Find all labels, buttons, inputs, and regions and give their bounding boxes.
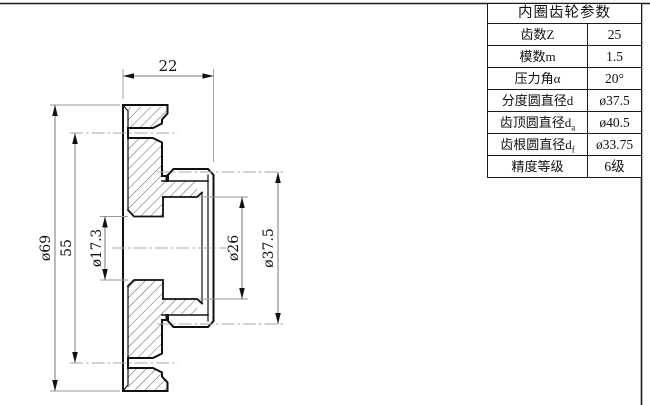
arrow-down-icon [275, 313, 281, 324]
gear-spec-table: 内圈齿轮参数 齿数Z 25 模数m 1.5 压力角α 20° 分度圆直径d ø3… [487, 3, 642, 178]
arrow-up-icon [275, 172, 281, 183]
arrow-down-icon [239, 288, 245, 299]
table-row: 齿数Z 25 [488, 24, 641, 46]
param-name: 齿数Z [488, 24, 588, 45]
param-label-sub: f [571, 144, 575, 155]
dimension-overall-width: 22 [122, 57, 214, 162]
table-row: 分度圆直径d ø37.5 [488, 90, 641, 112]
param-label-text: 齿顶圆直径d [499, 115, 572, 130]
param-name: 精度等级 [488, 156, 588, 177]
param-name: 压力角α [488, 68, 588, 89]
param-value: ø33.75 [595, 137, 634, 152]
flange-hatch-bottom [128, 368, 168, 391]
param-name: 齿顶圆直径da [488, 112, 588, 133]
arrow-right-icon [202, 73, 214, 79]
param-value: ø40.5 [599, 115, 630, 130]
dim-label-overall-width: 22 [158, 57, 177, 75]
table-row: 齿根圆直径df ø33.75 [488, 134, 641, 156]
ext-lines-26 [199, 196, 248, 300]
recess-outline [162, 191, 204, 305]
param-value: 20° [605, 71, 624, 86]
dim-label-bore-dia: ø17.3 [89, 229, 105, 267]
arrow-down-icon [72, 352, 78, 363]
param-name: 分度圆直径d [488, 90, 588, 111]
flange-hatch-top [128, 107, 168, 128]
param-label-text: 齿数Z [520, 27, 555, 42]
flange-hatch-lower-mid [128, 280, 163, 358]
flange-outline-lower [122, 104, 169, 392]
param-label-text: 精度等级 [511, 159, 564, 174]
table-row: 齿顶圆直径da ø40.5 [488, 112, 641, 134]
hub-hatch-upper [162, 181, 197, 197]
param-value: 1.5 [606, 49, 623, 64]
arrow-up-icon [102, 216, 108, 228]
dim-label-bolt-circle: 55 [59, 239, 75, 257]
tooth-root-lines [161, 180, 209, 316]
table-row: 模数m 1.5 [488, 46, 641, 68]
part-outline [122, 104, 215, 392]
param-label-text: 压力角α [514, 71, 561, 86]
param-name: 模数m [488, 46, 588, 67]
param-name: 齿根圆直径df [488, 134, 588, 155]
param-label-text: 齿根圆直径d [500, 137, 572, 152]
flange-hatch-upper-mid [128, 138, 163, 217]
flange-outline-upper [122, 104, 169, 182]
param-value: ø37.5 [599, 93, 630, 108]
center-bore-outline [126, 196, 164, 300]
part-section [122, 104, 215, 392]
hatch-regions [128, 107, 197, 391]
table-title: 内圈齿轮参数 [488, 4, 641, 24]
dimension-flange-outer-dia: ø69 [38, 104, 120, 392]
arrow-down-icon [102, 269, 108, 280]
hub-hatch-lower [162, 299, 197, 315]
chamfer-edge-lines [122, 104, 129, 392]
arrow-left-icon [123, 73, 134, 79]
param-label-sub: a [571, 122, 576, 133]
ext-lines-69 [50, 104, 120, 392]
dim-label-flange-outer-dia: ø69 [38, 235, 54, 261]
dim-label-pitch-dia: ø37.5 [261, 228, 277, 268]
dimension-bore-dia: ø17.3 [89, 216, 128, 281]
param-value: 6级 [604, 159, 625, 174]
dim-label-recess-dia: ø26 [226, 235, 242, 261]
table-row: 压力角α 20° [488, 68, 641, 90]
centerlines [70, 132, 283, 364]
param-value: 25 [607, 27, 622, 42]
param-label-text: 模数m [519, 49, 556, 64]
arrow-up-icon [52, 105, 58, 116]
dimension-pitch-dia: ø37.5 [261, 172, 281, 324]
dimension-bolt-circle: 55 [59, 133, 78, 363]
ext-lines-22 [122, 69, 214, 162]
param-label-text: 分度圆直径d [501, 93, 574, 108]
arrow-up-icon [72, 133, 78, 144]
arrow-down-icon [52, 380, 58, 391]
table-row: 精度等级 6级 [488, 156, 641, 177]
dimensions: 22 ø69 55 ø17.3 [38, 57, 281, 392]
dimension-recess-dia: ø26 [199, 196, 248, 300]
arrow-up-icon [239, 197, 245, 208]
gear-hub-outline [166, 168, 215, 328]
